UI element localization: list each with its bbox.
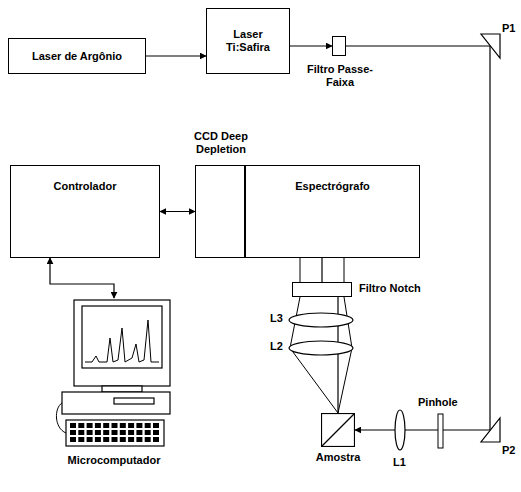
keyboard-key	[78, 430, 84, 435]
keyboard-key	[120, 423, 126, 428]
keyboard-key	[95, 423, 101, 428]
keyboard-key	[112, 423, 118, 428]
keyboard-cable	[56, 403, 66, 433]
keyboard-key	[120, 437, 126, 442]
part-label: P2	[502, 444, 515, 457]
keyboard-key	[120, 430, 126, 435]
keyboard-key	[87, 430, 93, 435]
node-label: Filtro Passe-Faixa	[300, 63, 380, 88]
keyboard-key	[78, 437, 84, 442]
pinhole-symbol	[438, 414, 443, 448]
keyboard-key	[136, 437, 142, 442]
keyboard-key	[103, 430, 109, 435]
keyboard-key	[70, 430, 76, 435]
cube-face	[322, 414, 355, 447]
keyboard-key	[145, 423, 151, 428]
keyboard-key	[87, 423, 93, 428]
node-label: Controlador	[54, 180, 117, 193]
connector	[321, 258, 322, 282]
keyboard-key	[136, 430, 142, 435]
lens-symbol	[395, 410, 405, 450]
cube-outline	[321, 413, 355, 447]
keyboard-key	[128, 437, 134, 442]
part-label: L1	[393, 456, 406, 469]
part-label: L2	[270, 340, 283, 353]
prism-symbol	[481, 34, 500, 58]
node-label: Espectrógrafo	[295, 180, 370, 193]
computer-icon: Microcomputador	[52, 298, 176, 476]
keyboard-key	[95, 430, 101, 435]
node-label: Filtro Notch	[359, 282, 439, 295]
computer-drawing	[52, 298, 176, 454]
connector	[290, 45, 332, 46]
keyboard-key	[70, 423, 76, 428]
keyboard-key	[95, 437, 101, 442]
sample-cube: Amostra	[321, 413, 355, 447]
keyboard-key	[153, 437, 159, 442]
connector	[160, 211, 195, 212]
keyboard-key	[103, 437, 109, 442]
monitor-stand	[102, 386, 142, 392]
lens-symbol	[289, 313, 353, 327]
spectrum-trace	[85, 320, 159, 362]
part-label: P1	[502, 22, 515, 35]
spectrograph-box: Espectrógrafo	[245, 165, 420, 258]
node-label: Laser Ti:Safira	[219, 28, 277, 53]
keyboard-key	[112, 437, 118, 442]
keyboard	[66, 420, 164, 446]
node-label: Laser de Argônio	[32, 50, 122, 63]
connector	[146, 55, 206, 56]
monitor-screen	[82, 306, 162, 368]
connector	[50, 258, 114, 298]
laser-box: Laser de Argônio	[8, 38, 146, 74]
lens-symbol	[289, 341, 353, 355]
keyboard-key	[145, 437, 151, 442]
computer-case	[62, 392, 170, 414]
keyboard-key	[153, 423, 159, 428]
prism-symbol	[481, 418, 500, 442]
keyboard-key	[103, 423, 109, 428]
keyboard-key	[78, 423, 84, 428]
ccd-box: CCD Deep Depletion	[195, 165, 245, 258]
keyboard-key	[112, 430, 118, 435]
keyboard-key	[153, 430, 159, 435]
notch-filter: Filtro Notch	[292, 282, 352, 297]
cube-diagonal	[322, 414, 355, 447]
part-label: L3	[270, 312, 283, 325]
disk-slot	[114, 398, 154, 404]
node-label: CCD Deep Depletion	[176, 130, 266, 155]
controller-box: Controlador	[10, 165, 160, 258]
part-label: Pinhole	[418, 396, 458, 409]
keyboard-key	[70, 437, 76, 442]
keyboard-key	[87, 437, 93, 442]
laser-box: Laser Ti:Safira	[206, 8, 290, 74]
keyboard-key	[128, 423, 134, 428]
beam-line	[290, 348, 338, 413]
keyboard-key	[145, 430, 151, 435]
node-label: Amostra	[299, 451, 377, 464]
monitor-case	[74, 300, 170, 386]
keyboard-key	[136, 423, 142, 428]
keyboard-key	[128, 430, 134, 435]
beam-line	[338, 348, 352, 413]
node-label: Microcomputador	[52, 454, 176, 467]
filter-box: Filtro Passe-Faixa	[332, 36, 346, 56]
